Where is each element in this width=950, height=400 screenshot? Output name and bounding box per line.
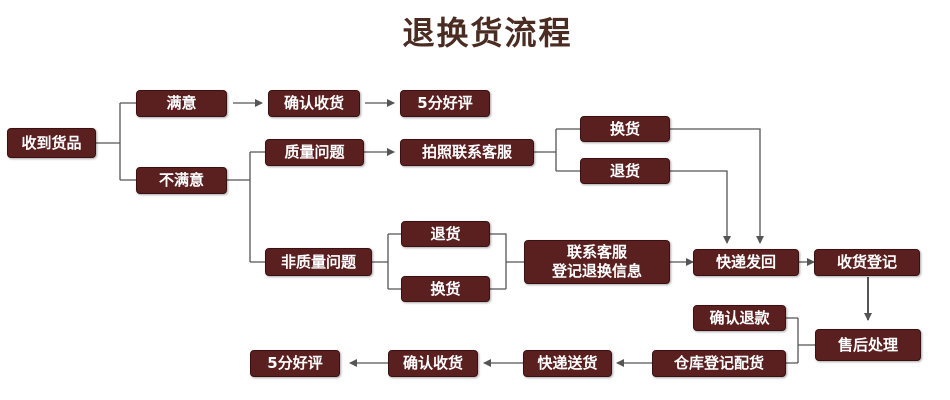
node-quality-issue: 质量问题	[265, 139, 364, 166]
node-confirm-receipt-2: 确认收货	[388, 350, 478, 377]
arrow-return-express	[670, 170, 731, 244]
arrow-exchange-express	[670, 128, 764, 244]
node-exchange-2: 换货	[401, 276, 490, 302]
node-return-1: 退货	[580, 158, 670, 184]
node-receipt-register: 收货登记	[814, 249, 920, 276]
node-satisfied: 满意	[136, 90, 227, 117]
page-title: 退换货流程	[402, 14, 573, 52]
connector-unsatisfied-branch	[227, 151, 265, 263]
connector-nonquality-branch	[372, 233, 401, 290]
connector-merge-contact	[490, 233, 524, 290]
connector-received-branch	[96, 102, 136, 181]
connector-aftersale-branch	[786, 317, 815, 364]
node-non-quality-issue: 非质量问题	[265, 248, 372, 276]
node-photo-contact: 拍照联系客服	[400, 139, 534, 166]
node-warehouse: 仓库登记配货	[652, 350, 786, 377]
node-contact-cs: 联系客服 登记退换信息	[524, 240, 670, 284]
node-unsatisfied: 不满意	[136, 167, 227, 194]
node-received: 收到货品	[7, 128, 96, 158]
node-express-return: 快递发回	[693, 249, 799, 276]
node-confirm-refund: 确认退款	[693, 305, 786, 331]
connector-photo-branch	[534, 128, 580, 172]
node-exchange-1: 换货	[580, 116, 670, 142]
node-return-2: 退货	[401, 221, 490, 247]
node-good-review-2: 5分好评	[250, 350, 340, 377]
node-aftersale: 售后处理	[815, 329, 921, 361]
node-good-review-1: 5分好评	[400, 90, 490, 117]
node-confirm-receipt-1: 确认收货	[268, 90, 360, 117]
node-express-send: 快递送货	[523, 350, 612, 377]
